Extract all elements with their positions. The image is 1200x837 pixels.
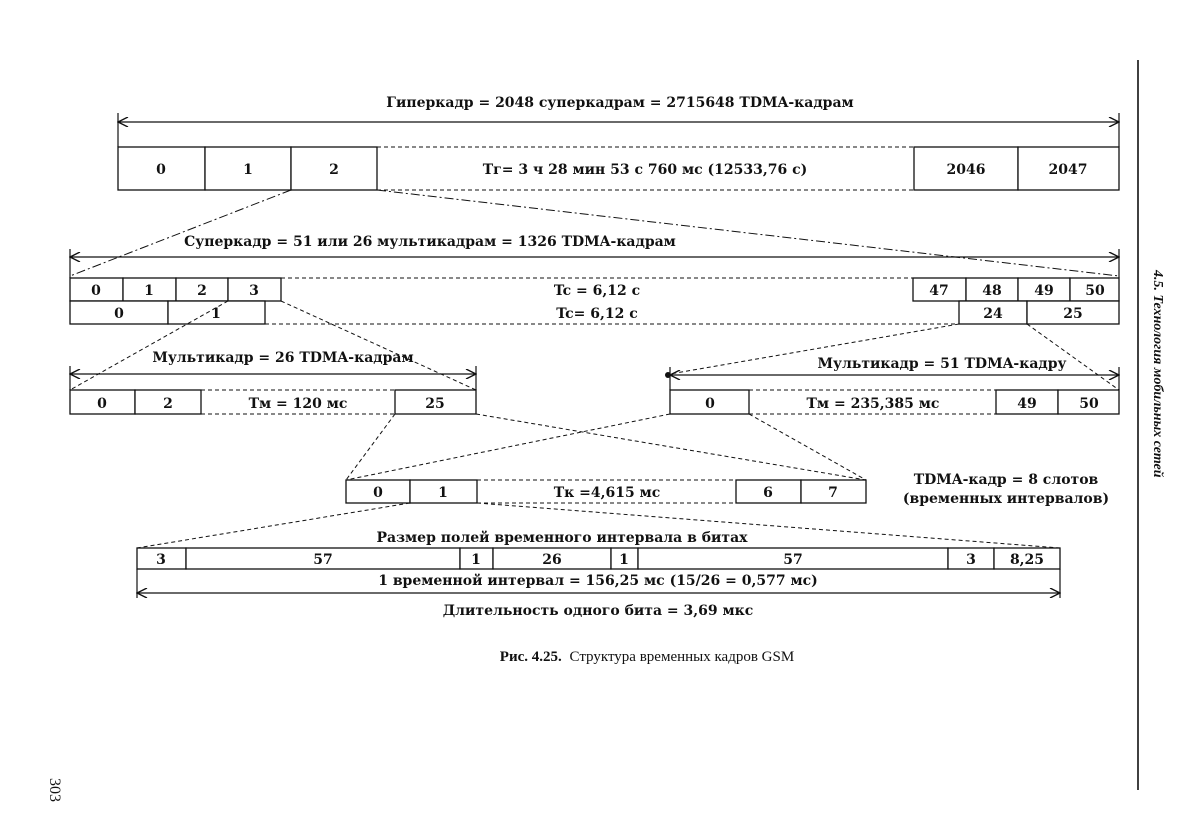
timeslot-field-guard xyxy=(993,547,1061,570)
tdma-label-6: 6 xyxy=(763,485,773,501)
figure-caption-label: Рис. 4.25. xyxy=(500,649,562,665)
zoom-line-hyper-right xyxy=(376,189,1120,277)
zoom-line-mf51-left xyxy=(345,413,671,481)
hyperframe-duration: Tг= 3 ч 28 мин 53 с 760 мс (12533,76 с) xyxy=(483,162,807,178)
multiframe26-title: Мультикадр = 26 TDMA-кадрам xyxy=(152,350,413,366)
multiframe51-row: 0 49 50 Tм = 235,385 мс xyxy=(669,389,1120,415)
timeslot-label-3: 26 xyxy=(542,552,561,568)
tdma-label-1: 1 xyxy=(438,485,448,501)
timeslot-label-1: 57 xyxy=(313,552,332,568)
multiframe26-label-25: 25 xyxy=(425,396,444,412)
running-header: 4.5. Технология мобильных сетей xyxy=(1150,269,1165,478)
multiframe51-cell-0 xyxy=(669,389,750,415)
superframe-label-49: 49 xyxy=(1034,283,1053,299)
timeslot-label-6: 3 xyxy=(966,552,976,568)
timeslot-duration: 1 временной интервал = 156,25 мс (15/26 … xyxy=(378,572,818,589)
tdma-cell-7 xyxy=(800,479,867,504)
tdma-duration: Tк =4,615 мс xyxy=(554,485,661,501)
superframe-duration-2: Tc= 6,12 c xyxy=(556,306,637,322)
superframe-row-26: 0 1 24 25 Tc= 6,12 c xyxy=(69,300,1120,325)
tdma-note-line2: (временных интервалов) xyxy=(903,491,1109,507)
multiframe51-label-50: 50 xyxy=(1079,396,1099,412)
tdma-note-line1: TDMA-кадр = 8 слотов xyxy=(914,472,1099,488)
superframe-row2-cell-1 xyxy=(167,300,266,325)
tdma-label-7: 7 xyxy=(828,485,838,501)
superframe-row2-label-25: 25 xyxy=(1063,306,1082,322)
multiframe26-cell-25 xyxy=(394,389,477,415)
multiframe51-cell-50 xyxy=(1057,389,1120,415)
timeslot-label-5: 57 xyxy=(783,552,802,568)
timeslot-label-0: 3 xyxy=(156,552,166,568)
hyperframe-label-0: 0 xyxy=(156,162,166,178)
bit-duration: Длительность одного бита = 3,69 мкс xyxy=(443,603,754,619)
zoom-line-mf51-right xyxy=(748,413,867,481)
multiframe26-duration: Tм = 120 мс xyxy=(249,396,348,412)
zoom-line-super-26-right xyxy=(280,300,477,391)
superframe-label-47: 47 xyxy=(929,283,948,299)
zoom-line-tdma-left xyxy=(136,502,411,549)
superframe-row2-label-1: 1 xyxy=(211,306,221,322)
superframe-row-51: 0 1 2 3 47 48 49 50 Tc = 6,12 c xyxy=(69,277,1120,302)
superframe-label-3: 3 xyxy=(249,283,259,299)
multiframe26-cell-2 xyxy=(134,389,202,415)
timeslot-fields-row: 3 57 1 26 1 57 3 8,25 xyxy=(136,547,1061,570)
multiframe51-anchor-dot xyxy=(665,372,671,378)
multiframe51-title: Мультикадр = 51 TDMA-кадру xyxy=(817,356,1066,372)
multiframe51-label-0: 0 xyxy=(705,396,715,412)
zoom-line-hyper-left xyxy=(69,189,292,277)
zoom-line-mf26-right xyxy=(475,413,867,481)
timeslot-label-2: 1 xyxy=(471,552,481,568)
superframe-row2-label-24: 24 xyxy=(983,306,1003,322)
multiframe26-label-2: 2 xyxy=(163,396,173,412)
multiframe26-row: 0 2 25 Tм = 120 мс xyxy=(69,389,477,415)
superframe-label-50: 50 xyxy=(1085,283,1105,299)
page-number: 303 xyxy=(46,778,63,802)
zoom-line-mf26-left xyxy=(345,413,396,481)
superframe-row2-cell-25 xyxy=(1026,300,1120,325)
superframe-title: Суперкадр = 51 или 26 мультикадрам = 132… xyxy=(184,234,676,250)
superframe-label-48: 48 xyxy=(982,283,1001,299)
hyperframe-label-2: 2 xyxy=(329,162,339,178)
hyperframe-cell-2047 xyxy=(1017,146,1120,191)
hyperframe-row: 0 1 2 2046 2047 Tг= 3 ч 28 мин 53 с 760 … xyxy=(117,146,1120,191)
hyperframe-label-1: 1 xyxy=(243,162,253,178)
figure-caption: Рис. 4.25. Структура временных кадров GS… xyxy=(500,649,794,665)
timeslot-title: Размер полей временного интервала в бита… xyxy=(376,529,748,546)
tdma-label-0: 0 xyxy=(373,485,383,501)
hyperframe-title: Гиперкадр = 2048 суперкадрам = 2715648 T… xyxy=(386,95,853,111)
superframe-duration-1: Tc = 6,12 c xyxy=(554,283,640,299)
tdma-frame-row: 0 1 6 7 Tк =4,615 мс xyxy=(345,479,867,504)
multiframe51-label-49: 49 xyxy=(1017,396,1036,412)
timeslot-label-4: 1 xyxy=(619,552,629,568)
superframe-label-1: 1 xyxy=(144,283,154,299)
superframe-label-2: 2 xyxy=(197,283,207,299)
multiframe26-cell-0 xyxy=(69,389,136,415)
multiframe51-duration: Tм = 235,385 мс xyxy=(807,396,940,412)
hyperframe-label-2046: 2046 xyxy=(947,162,986,178)
tdma-cell-1 xyxy=(409,479,478,504)
superframe-label-0: 0 xyxy=(91,283,101,299)
multiframe51-cell-49 xyxy=(995,389,1059,415)
hyperframe-cell-1 xyxy=(204,146,292,191)
hyperframe-cell-0 xyxy=(117,146,206,191)
hyperframe-label-2047: 2047 xyxy=(1049,162,1088,178)
hyperframe-cell-2 xyxy=(290,146,378,191)
multiframe26-label-0: 0 xyxy=(97,396,107,412)
zoom-line-super-26-left xyxy=(69,300,229,391)
superframe-row2-label-0: 0 xyxy=(114,306,124,322)
figure-caption-text: Структура временных кадров GSM xyxy=(570,649,795,665)
timeslot-label-7: 8,25 xyxy=(1010,552,1044,568)
